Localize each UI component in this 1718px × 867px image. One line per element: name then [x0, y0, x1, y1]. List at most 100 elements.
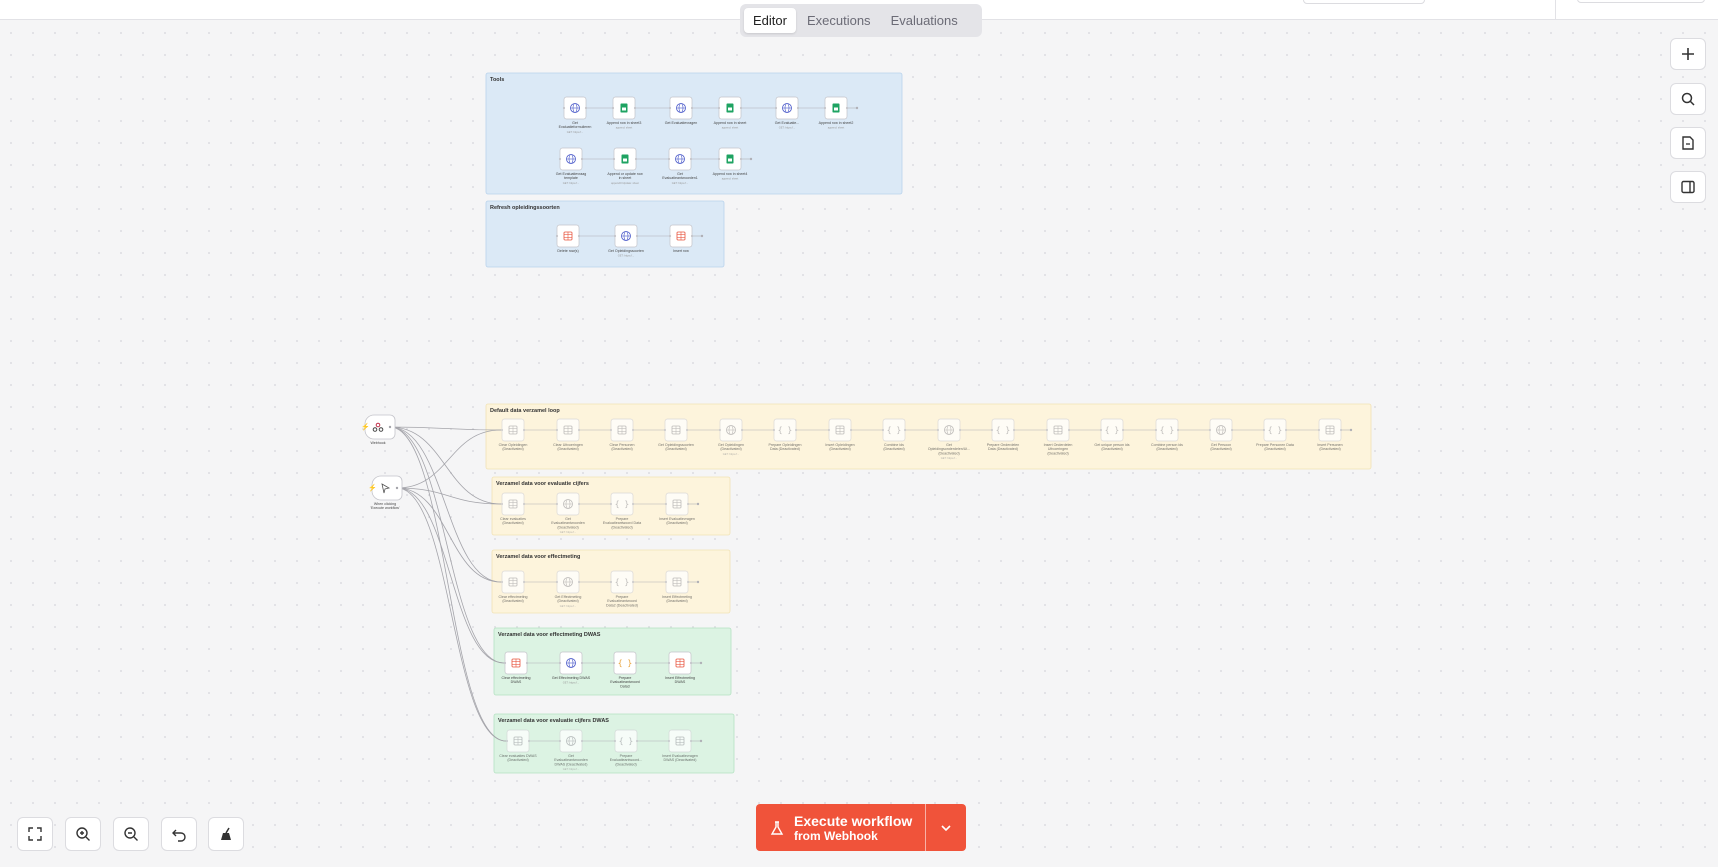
input-handle[interactable]	[555, 502, 559, 506]
input-handle[interactable]	[823, 106, 827, 110]
output-handle[interactable]	[631, 580, 635, 584]
input-handle[interactable]	[555, 580, 559, 584]
output-handle[interactable]	[633, 106, 637, 110]
workflow-node[interactable]: Insert row	[668, 224, 694, 253]
output-handle[interactable]	[1121, 428, 1125, 432]
output-handle[interactable]	[577, 234, 581, 238]
input-handle[interactable]	[500, 502, 504, 506]
input-handle[interactable]	[558, 661, 562, 665]
output-handle[interactable]	[696, 580, 700, 584]
output-handle[interactable]	[577, 428, 581, 432]
output-handle[interactable]	[1067, 428, 1071, 432]
input-handle[interactable]	[555, 428, 559, 432]
output-handle[interactable]	[689, 157, 693, 161]
output-handle[interactable]	[1339, 428, 1343, 432]
output-handle[interactable]	[1176, 428, 1180, 432]
input-handle[interactable]	[667, 661, 671, 665]
add-node-button[interactable]	[1670, 38, 1706, 70]
output-handle[interactable]	[1230, 428, 1234, 432]
zoom-out-button[interactable]	[113, 817, 149, 851]
workflow-node[interactable]: Clear evaluaties(Deactivated)	[500, 492, 526, 525]
workflow-node[interactable]: Get Persoon(Deactivated)	[1208, 418, 1234, 451]
input-handle[interactable]	[667, 739, 671, 743]
workflow-node[interactable]: { }Get unique person ids(Deactivated)	[1094, 418, 1130, 451]
input-handle[interactable]	[562, 106, 566, 110]
input-handle[interactable]	[558, 157, 562, 161]
output-handle[interactable]	[580, 157, 584, 161]
output-handle[interactable]	[699, 739, 703, 743]
output-handle[interactable]	[584, 106, 588, 110]
output-handle[interactable]	[635, 234, 639, 238]
input-handle[interactable]	[612, 157, 616, 161]
input-handle[interactable]	[718, 428, 722, 432]
output-handle[interactable]	[699, 661, 703, 665]
add-sticky-button[interactable]	[1670, 127, 1706, 159]
workflow-node[interactable]: { }Prepare Personen Data(Deactivated)	[1256, 418, 1294, 451]
output-handle[interactable]	[1284, 428, 1288, 432]
output-handle[interactable]	[958, 428, 962, 432]
input-handle[interactable]	[663, 428, 667, 432]
workflow-node[interactable]: Insert Opleidingen(Deactivated)	[825, 418, 855, 451]
output-handle[interactable]	[631, 428, 635, 432]
tab-executions[interactable]: Executions	[806, 13, 871, 28]
output-handle[interactable]	[686, 580, 690, 584]
output-handle[interactable]	[577, 502, 581, 506]
output-handle[interactable]	[796, 106, 800, 110]
workflow-node[interactable]: Clear Personen(Deactivated)	[610, 418, 635, 451]
input-handle[interactable]	[772, 428, 776, 432]
output-handle[interactable]	[739, 106, 743, 110]
input-handle[interactable]	[500, 580, 504, 584]
input-handle[interactable]	[664, 580, 668, 584]
output-handle[interactable]	[685, 428, 689, 432]
output-handle[interactable]	[700, 234, 704, 238]
input-handle[interactable]	[609, 502, 613, 506]
input-handle[interactable]	[717, 157, 721, 161]
output-handle[interactable]	[388, 425, 392, 429]
workflow-node[interactable]: Get Evaluatievragen	[665, 96, 698, 125]
input-handle[interactable]	[611, 106, 615, 110]
sticky-note-group[interactable]: Verzamel data voor evaluatie cijfers DWA…	[493, 713, 735, 774]
sticky-note-group[interactable]: Verzamel data voor effectmeting DWASClea…	[493, 627, 732, 696]
output-handle[interactable]	[1012, 428, 1016, 432]
workflow-node[interactable]: Delete row(s)	[555, 224, 581, 253]
input-handle[interactable]	[1262, 428, 1266, 432]
input-handle[interactable]	[667, 157, 671, 161]
output-handle[interactable]	[739, 157, 743, 161]
execute-workflow-button[interactable]: Execute workflow from Webhook	[756, 804, 966, 851]
output-handle[interactable]	[849, 428, 853, 432]
output-handle[interactable]	[749, 157, 753, 161]
input-handle[interactable]	[1045, 428, 1049, 432]
output-handle[interactable]	[794, 428, 798, 432]
output-handle[interactable]	[845, 106, 849, 110]
workflow-node[interactable]: Clear Uitvoeringen(Deactivated)	[553, 418, 583, 451]
output-handle[interactable]	[855, 106, 859, 110]
input-handle[interactable]	[827, 428, 831, 432]
zoom-in-button[interactable]	[65, 817, 101, 851]
tab-editor[interactable]: Editor	[744, 8, 796, 33]
output-handle[interactable]	[580, 739, 584, 743]
input-handle[interactable]	[500, 428, 504, 432]
output-handle[interactable]	[690, 106, 694, 110]
output-handle[interactable]	[690, 234, 694, 238]
output-handle[interactable]	[522, 428, 526, 432]
output-handle[interactable]	[527, 739, 531, 743]
